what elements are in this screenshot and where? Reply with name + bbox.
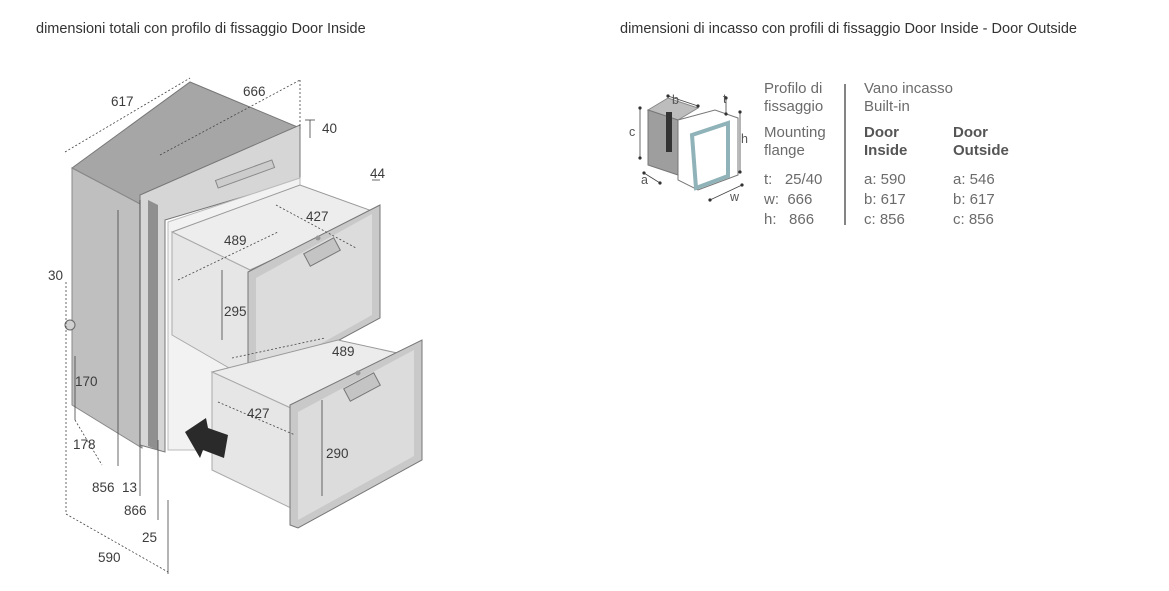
cabinet-side — [71, 167, 143, 449]
side-vent-icon — [64, 319, 76, 331]
mounting-flange-values: t: 25/40 w: 666 h: 866 — [764, 171, 823, 228]
dim-590: 590 — [98, 550, 121, 565]
cutout-door — [689, 120, 730, 191]
mounting-flange-header-it: Profilo di fissaggio — [764, 80, 824, 115]
dim-489-bottom: 489 — [332, 344, 355, 359]
cutout-dark-panel — [666, 112, 672, 152]
cutout-label-a: a — [641, 173, 648, 187]
insert-arrow-icon — [185, 418, 228, 458]
dim-489-top: 489 — [224, 233, 247, 248]
dim-427-bottom: 427 — [247, 406, 270, 421]
door-outside-values: a: 546 b: 617 c: 856 — [953, 171, 995, 228]
dim-866: 866 — [124, 503, 147, 518]
cutout-side — [647, 109, 679, 176]
dim-666: 666 — [243, 84, 266, 99]
dim-13: 13 — [122, 480, 137, 495]
dim-290: 290 — [326, 446, 349, 461]
mounting-flange-header-en: Mounting flange — [764, 124, 826, 159]
dim-617: 617 — [111, 94, 134, 109]
top-handle-slot — [214, 159, 276, 189]
cutout-label-t: t — [723, 92, 727, 106]
cutout-diagram: c a b t h w — [629, 92, 748, 204]
dim-25: 25 — [142, 530, 157, 545]
dimension-lines — [64, 77, 380, 574]
dim-44: 44 — [370, 166, 386, 181]
door-inside-header: Door Inside — [864, 124, 908, 159]
door-outside-header: Door Outside — [953, 124, 1009, 159]
builtin-header: Vano incasso Built-in — [864, 80, 953, 115]
top-drawer-handle — [303, 237, 341, 267]
dim-30: 30 — [48, 268, 63, 283]
dim-40: 40 — [322, 121, 337, 136]
cutout-label-h: h — [741, 132, 748, 146]
bottom-drawer-lock-icon — [355, 370, 361, 376]
bottom-drawer-front-face — [298, 350, 414, 520]
heading-overall-dimensions: dimensioni totali con profilo di fissagg… — [36, 21, 366, 37]
dim-295: 295 — [224, 304, 247, 319]
door-inside-values: a: 590 b: 617 c: 856 — [864, 171, 906, 228]
bottom-drawer-handle — [343, 372, 381, 402]
flange-frame-edge — [148, 200, 158, 450]
top-drawer-lock-icon — [315, 235, 321, 241]
cutout-label-b: b — [672, 93, 679, 107]
dim-178: 178 — [73, 437, 96, 452]
cutout-label-c: c — [629, 125, 635, 139]
dim-856: 856 — [92, 480, 115, 495]
dim-427-top: 427 — [306, 209, 329, 224]
cutout-label-w: w — [729, 190, 740, 204]
top-drawer-front-face — [256, 214, 372, 380]
dim-170: 170 — [75, 374, 98, 389]
heading-builtin-dimensions: dimensioni di incasso con profili di fis… — [620, 21, 1077, 37]
